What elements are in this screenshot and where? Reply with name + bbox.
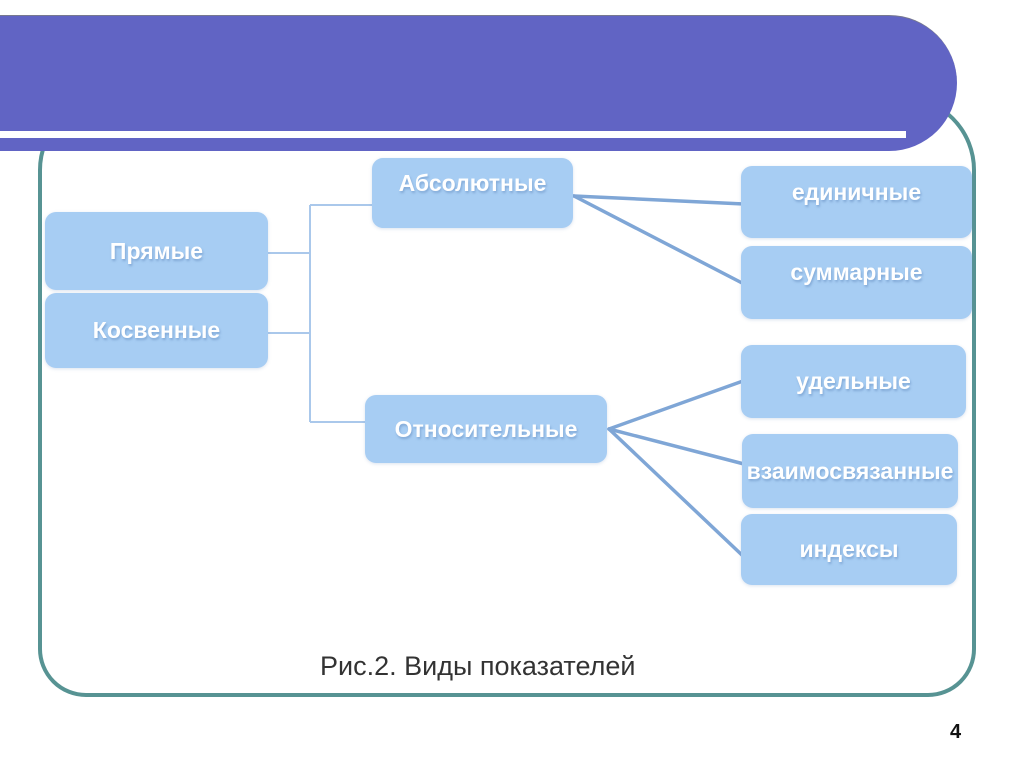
- node-label: индексы: [799, 536, 899, 562]
- node-pryamye: Прямые: [45, 212, 268, 290]
- node-kosvennye: Косвенные: [45, 293, 268, 368]
- figure-caption: Рис.2. Виды показателей: [320, 651, 636, 681]
- node-label: Абсолютные: [398, 169, 547, 196]
- node-label: Прямые: [109, 237, 204, 264]
- absolute-fan-connector: [572, 194, 746, 286]
- node-otnositelnye: Относительные: [365, 395, 607, 463]
- node-summarnye: суммарные: [741, 246, 972, 319]
- bracket-connector: [268, 204, 372, 423]
- node-label: взаимосвязанные: [746, 457, 954, 484]
- page-number: 4: [950, 721, 962, 743]
- relative-fan-connector: [607, 379, 746, 558]
- node-label: единичные: [791, 178, 922, 205]
- node-absolyutnye: Абсолютные: [372, 158, 573, 228]
- node-udelnye: удельные: [741, 345, 966, 418]
- title-bar: [0, 15, 957, 151]
- node-vzaimosvyazannye: взаимосвязанные: [742, 434, 958, 508]
- node-label: Относительные: [394, 415, 578, 442]
- node-label: Косвенные: [92, 317, 221, 343]
- node-indeksy: индексы: [741, 514, 957, 585]
- node-label: удельные: [796, 368, 911, 394]
- node-label: суммарные: [790, 259, 923, 285]
- node-edinichnye: единичные: [741, 166, 972, 238]
- title-bar-underline: [0, 131, 906, 138]
